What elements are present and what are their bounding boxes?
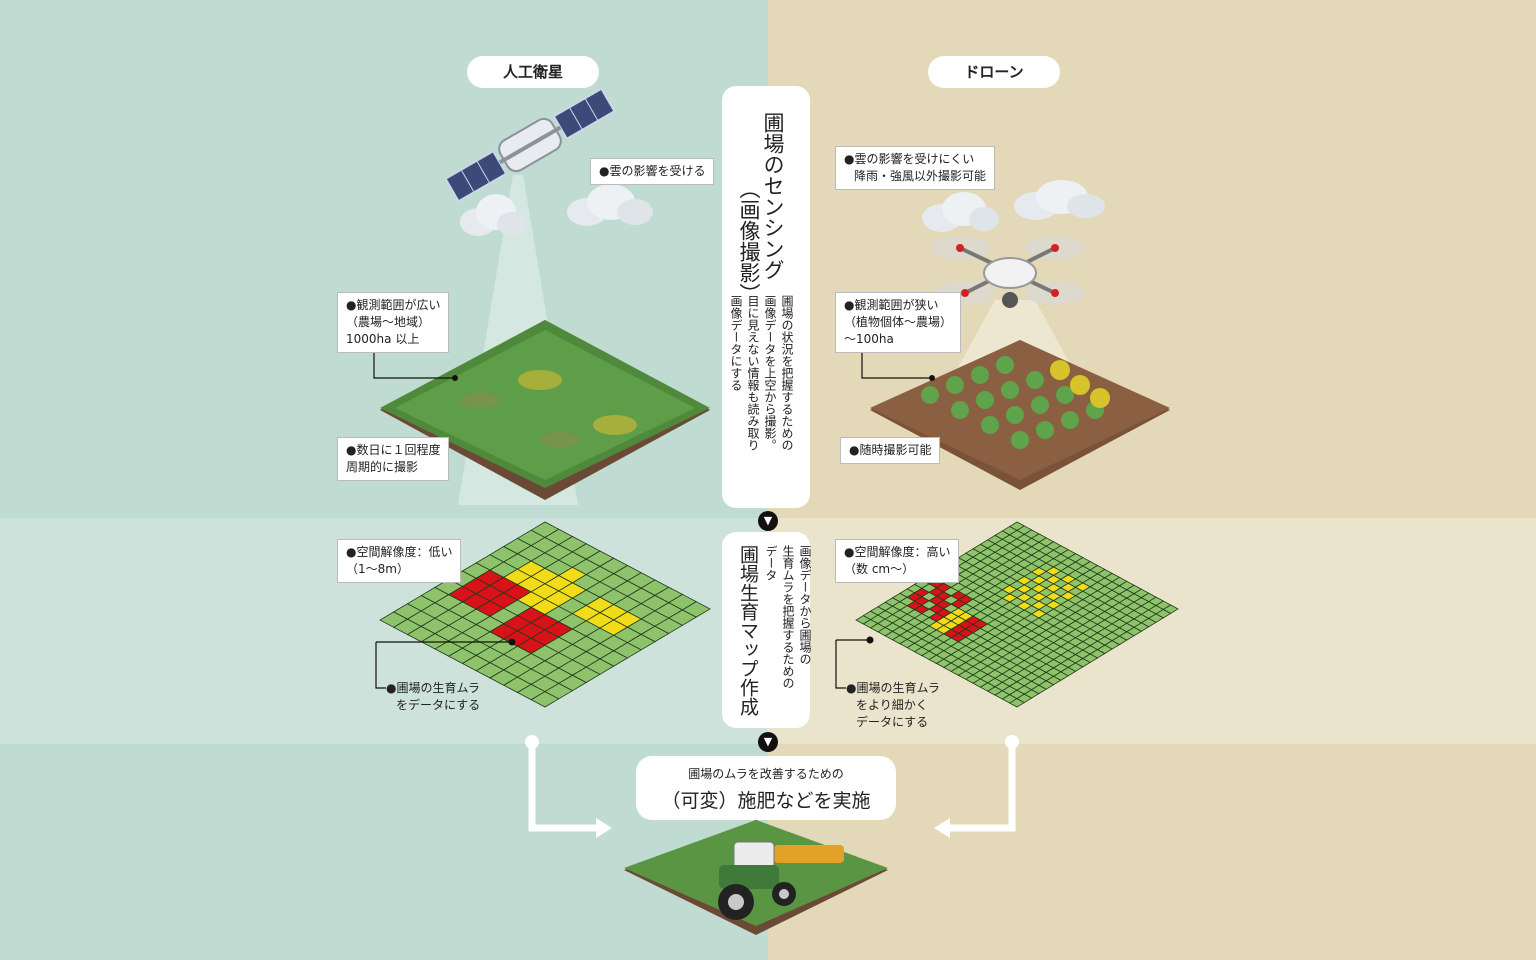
action-banner: 圃場のムラを改善するための （可変）施肥などを実施 <box>636 756 896 820</box>
drone-map-note: ●圃場の生育ムラをより細かくデータにする <box>846 681 940 729</box>
drone-field-illustration <box>870 340 1170 490</box>
drone-growth-map <box>855 521 1179 708</box>
map-panel <box>722 532 810 728</box>
down-arrow-icon: ▼ <box>758 511 778 531</box>
cloud-icon <box>567 184 653 226</box>
down-arrow-icon: ▼ <box>758 732 778 752</box>
map-title: 圃場生育マップ作成 <box>737 545 759 716</box>
action-subtitle: 圃場のムラを改善するための <box>688 767 844 781</box>
drone-bottom-band <box>768 744 1536 960</box>
satellite-range-note: ●観測範囲が広い（農場～地域）1000ha 以上 <box>337 292 450 353</box>
drone-icon <box>930 236 1085 308</box>
satellite-frequency-note: ●数日に１回程度周期的に撮影 <box>337 437 450 481</box>
satellite-cloud-note: ●雲の影響を受ける <box>590 158 715 185</box>
drone-frequency-note: ●随時撮影可能 <box>840 437 941 464</box>
map-description: 画像データから圃場の生育ムラを把握するためのデータ <box>764 545 812 689</box>
satellite-growth-map <box>379 521 711 708</box>
sensing-description: 圃場の状況を把握するための画像データを上空から撮影。目に見えない情報も読み取り画… <box>729 295 794 451</box>
satellite-field-illustration <box>380 320 710 500</box>
drone-panel-bg <box>768 0 1536 518</box>
satellite-map-note: ●圃場の生育ムラをデータにする <box>386 681 481 712</box>
sensing-subtitle: （画像撮影） <box>737 178 761 304</box>
action-title: （可変）施肥などを実施 <box>661 790 871 812</box>
cloud-icon <box>922 192 999 232</box>
sensing-panel <box>722 86 810 508</box>
drone-resolution-note: ●空間解像度：高い（数 cm～） <box>835 539 960 583</box>
tractor-icon <box>624 820 888 935</box>
sensing-title: 圃場のセンシング <box>761 112 785 280</box>
satellite-title: 人工衛星 <box>467 56 599 88</box>
grid-cell <box>1162 604 1179 614</box>
satellite-icon <box>444 87 616 203</box>
drone-title: ドローン <box>928 56 1060 88</box>
satellite-resolution-note: ●空間解像度：低い（1～8m） <box>337 539 462 583</box>
cloud-icon <box>1014 180 1105 220</box>
grid-cell <box>681 601 711 618</box>
drone-cloud-note: ●雲の影響を受けにくい降雨・強風以外撮影可能 <box>835 146 996 190</box>
cloud-icon <box>460 194 527 236</box>
drone-range-note: ●観測範囲が狭い（植物個体～農場）～100ha <box>835 292 962 353</box>
